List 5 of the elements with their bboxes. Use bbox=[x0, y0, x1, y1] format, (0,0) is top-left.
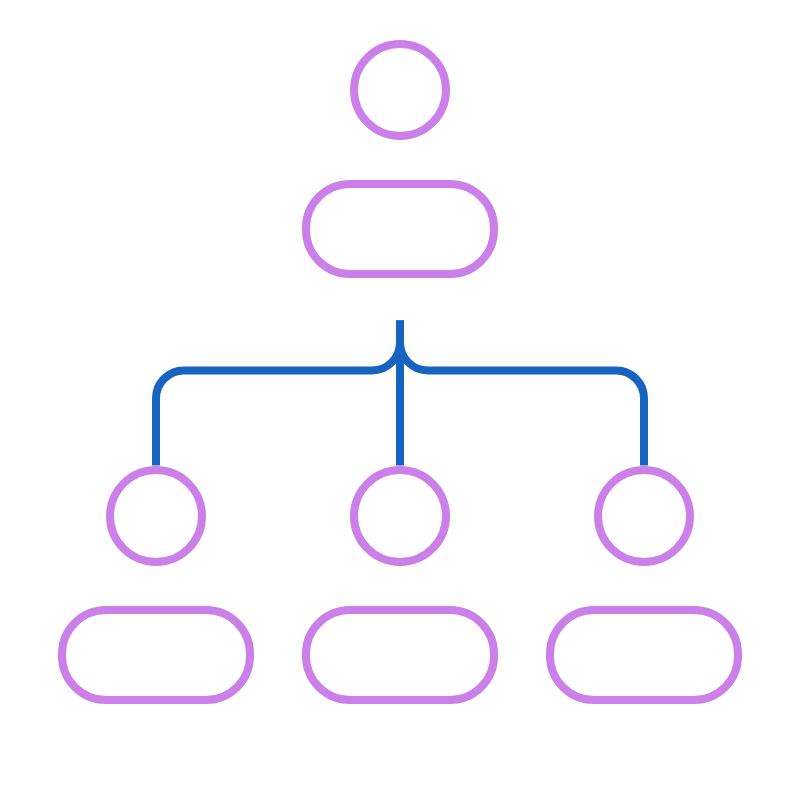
person-drawing bbox=[546, 466, 742, 704]
connector-line bbox=[396, 320, 648, 466]
person-drawing bbox=[302, 466, 498, 704]
person-drawing bbox=[58, 466, 254, 704]
person-drawing bbox=[302, 40, 498, 278]
